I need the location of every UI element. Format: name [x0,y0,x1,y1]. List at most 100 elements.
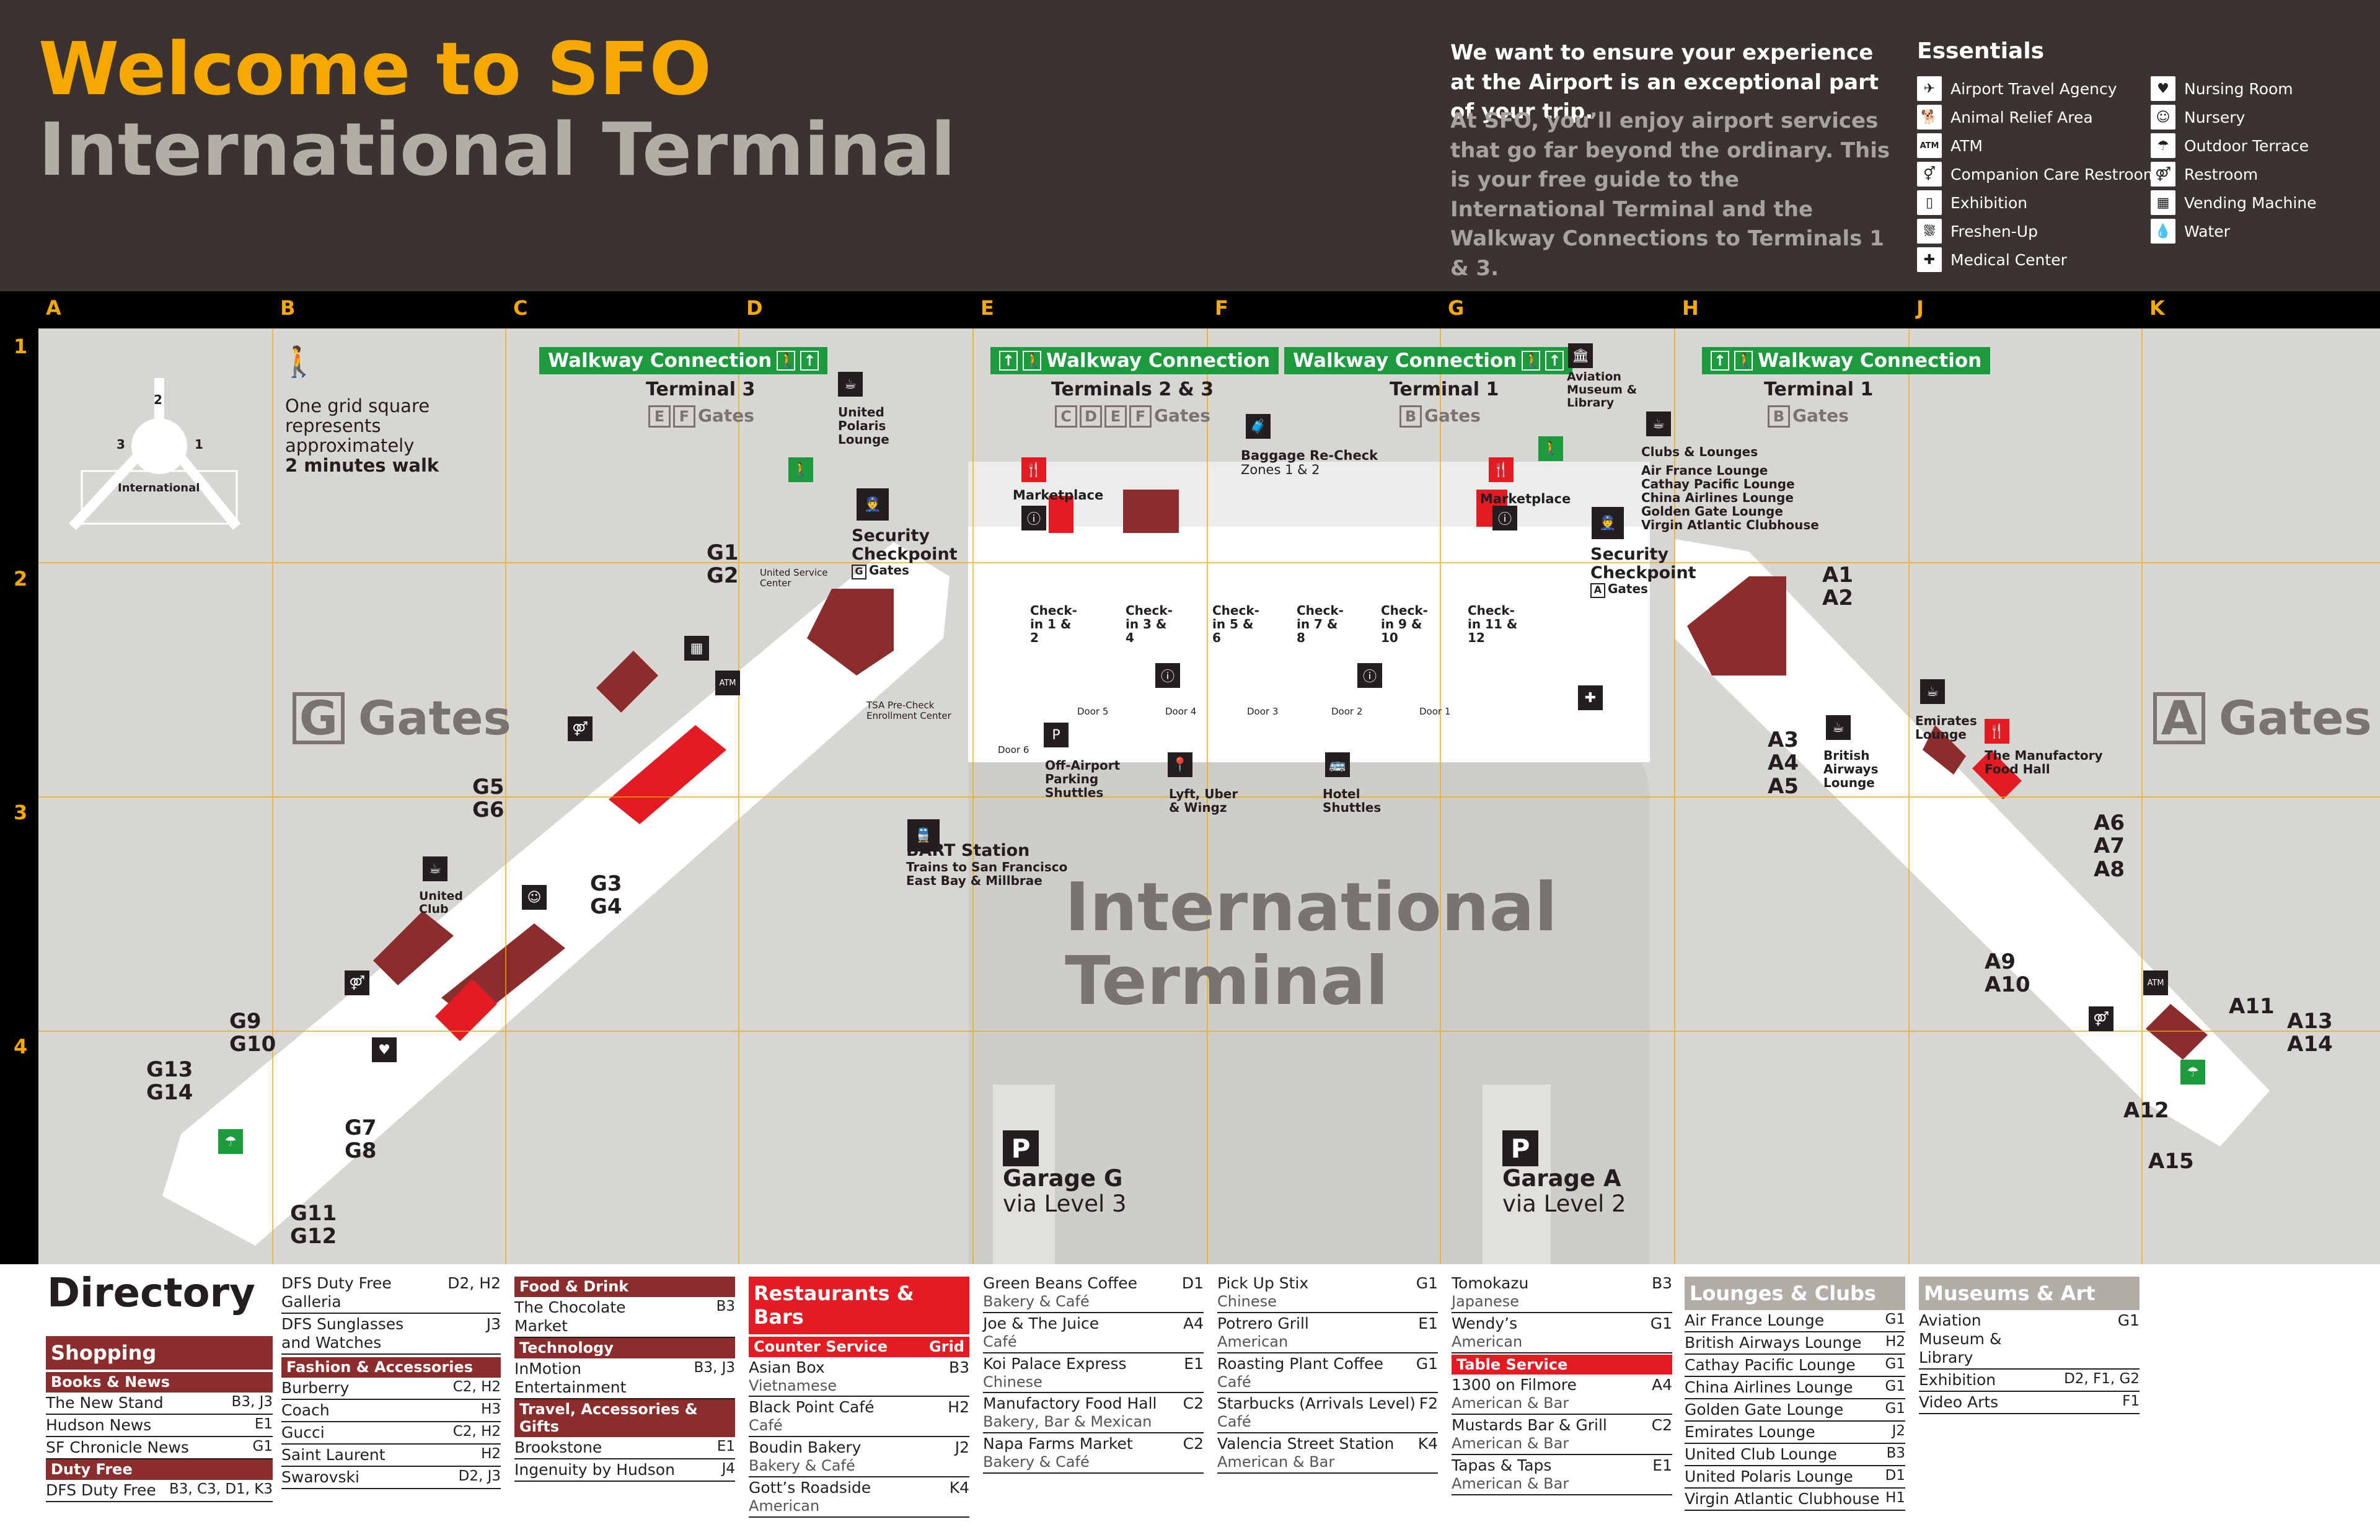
essential-item: ♥Nursing Room [2151,74,2317,103]
nursing-room-icon: ♥ [2151,76,2175,101]
essential-item: ✚Medical Center [1917,245,2158,274]
shop-area [1049,496,1073,533]
manufactory-food-hall: The Manufactory Food Hall [1985,748,2103,777]
info-icon: ⓘ [1357,663,1382,688]
shop-area [1123,490,1179,533]
walkway-destination: Terminal 1 [1764,379,1874,400]
lounge-icon: ☕ [423,856,447,881]
baggage-recheck: Baggage Re-Check Zones 1 & 2 [1241,448,1378,478]
united-polaris-label: United Polaris Lounge [838,405,889,447]
garage-a-area [1483,1085,1551,1264]
terminal-map: 🚶 One grid square represents approximate… [38,328,2380,1264]
door-label: Door 4 [1165,706,1197,717]
arrow-up-icon: ↑ [1545,351,1564,371]
united-service-center: United Service Center [760,567,828,589]
shop-area [807,589,894,675]
lounge-icon: ☕ [1646,411,1671,436]
restaurant-icon: 🍴 [1021,457,1046,482]
directory-title: Directory [47,1270,255,1316]
vending-machine-icon: ▦ [684,636,709,661]
essential-item: ▦Vending Machine [2151,188,2317,217]
parking-icon: P [1003,1130,1039,1166]
page-title: Welcome to SFO [38,26,712,112]
essential-item: ⛆Freshen-Up [1917,217,2158,245]
grid-column-label: C [513,296,528,320]
map-graphics [38,328,2380,1264]
walkway-sign: ↑🚶Walkway Connection [1702,347,1991,374]
medical-cross-icon: ✚ [1578,685,1603,710]
walk-icon: 🚶 [777,351,797,371]
roadway-area [968,725,1650,1264]
essentials-title: Essentials [1917,38,2045,64]
companion-care-icon: ⚥ [1917,162,1942,187]
restroom-icon: ⚤ [345,970,369,995]
info-icon: ⓘ [1492,506,1517,530]
door-label: Door 3 [1247,706,1279,717]
terminal-name: International Terminal [1065,869,1558,1020]
shop-area [1687,576,1786,675]
parking-icon: P [1044,723,1069,747]
restroom-icon: ⚤ [568,716,593,741]
arrow-up-icon: ↑ [1711,351,1729,371]
a-concourse [1675,539,2270,1146]
security-icon: 👮 [1592,507,1624,539]
intro-lead: We want to ensure your experience at the… [1450,40,1879,125]
baggage-icon: 🧳 [1246,414,1271,439]
atm-icon: ATM [1917,133,1942,158]
arrow-up-icon: ↑ [999,351,1018,371]
restroom-icon: ⚤ [2151,162,2175,187]
check-in-label: Check-in 11 & 12 [1468,603,1518,645]
page-subtitle: International Terminal [38,107,956,192]
garage-a-label: Garage A via Level 2 [1502,1165,1626,1217]
atm-icon: ATM [715,671,740,695]
restaurant-icon: 🍴 [1489,457,1514,482]
shop-area [435,979,497,1041]
lounge-icon: ☕ [1826,715,1851,740]
grid-row-label: 4 [14,1035,28,1058]
lounge-icon: ☕ [1920,679,1945,704]
tsa-precheck-label: TSA Pre-Check Enrollment Center [866,700,951,721]
exhibition-icon: ▯ [1917,190,1942,215]
essential-item: 🐕Animal Relief Area [1917,103,2158,131]
outdoor-terrace-icon: ☂ [2180,1060,2205,1085]
grid-column-label: J [1916,296,1924,320]
nursery-icon: ☺ [522,885,547,910]
emirates-lounge: Emirates Lounge [1915,713,1977,742]
essential-item: ▯Exhibition [1917,188,2158,217]
water-icon: 💧 [2151,219,2175,244]
essential-item: ✈Airport Travel Agency [1917,74,2158,103]
check-in-label: Check-in 1 & 2 [1030,603,1077,645]
